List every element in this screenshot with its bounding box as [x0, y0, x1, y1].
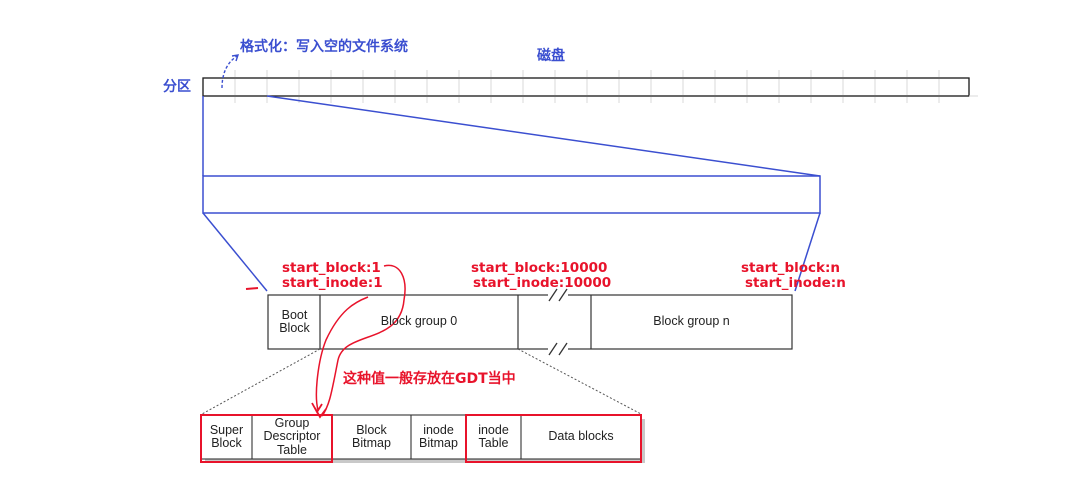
start-block-10000: start_block:10000: [471, 260, 608, 276]
disk-bar: [202, 77, 970, 97]
start-inode-10000: start_inode:10000: [473, 275, 612, 291]
inode-table-label: inode Table: [478, 422, 509, 450]
super-block-label: Super Block: [209, 422, 244, 450]
block-bitmap-label: Block Bitmap: [352, 422, 391, 450]
start-block-1: start_block:1: [282, 260, 381, 276]
zoom-lines-blue: [202, 95, 821, 292]
block-group-0-label: Block group 0: [380, 314, 458, 329]
data-blocks-label: Data blocks: [548, 429, 614, 444]
disk-label: 磁盘: [537, 48, 565, 64]
format-note: 格式化：写入空的文件系统: [240, 39, 408, 55]
partition-label: 分区: [163, 79, 191, 95]
start-inode-n: start_inode:n: [745, 275, 846, 291]
disk-ticks: [234, 70, 940, 103]
red-arrows: [315, 264, 406, 417]
boot-block-label: Boot Block: [279, 307, 310, 335]
break-marks: [548, 288, 568, 356]
group-descriptor-table-label: Group Descriptor Table: [263, 416, 321, 457]
gdt-note: 这种值一般存放在GDT当中: [343, 371, 516, 387]
red-highlights: [200, 414, 642, 463]
start-inode-1: start_inode:1: [282, 275, 383, 291]
zoom-lines-dotted: [201, 348, 642, 415]
arrowheads: [311, 402, 327, 419]
start-block-n: start_block:n: [741, 260, 841, 276]
block-group-n-label: Block group n: [653, 314, 730, 329]
inode-bitmap-label: inode Bitmap: [419, 422, 458, 450]
